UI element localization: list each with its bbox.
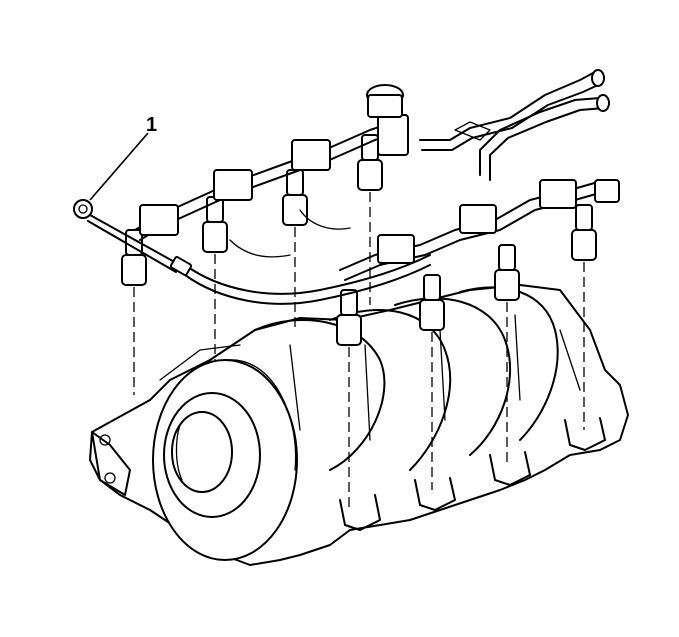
injector-7 — [494, 244, 520, 301]
component-1-eyelet-rod — [73, 199, 193, 276]
fuel-injectors-rear — [336, 204, 597, 346]
fuel-rail — [134, 84, 620, 281]
throttle-body-opening — [152, 359, 298, 561]
callout-1-number: 1 — [146, 114, 157, 136]
injector-wiring-harness — [184, 209, 431, 305]
injector-3 — [282, 169, 308, 226]
installation-guide-lines — [133, 192, 585, 510]
injector-5 — [336, 289, 362, 346]
callout-1: 1 — [89, 114, 157, 201]
injector-6 — [419, 274, 445, 331]
fuel-injectors-front — [121, 134, 383, 286]
callout-1-leader-line — [89, 132, 149, 201]
injector-8 — [571, 204, 597, 261]
fuel-feed-lines — [419, 69, 610, 181]
